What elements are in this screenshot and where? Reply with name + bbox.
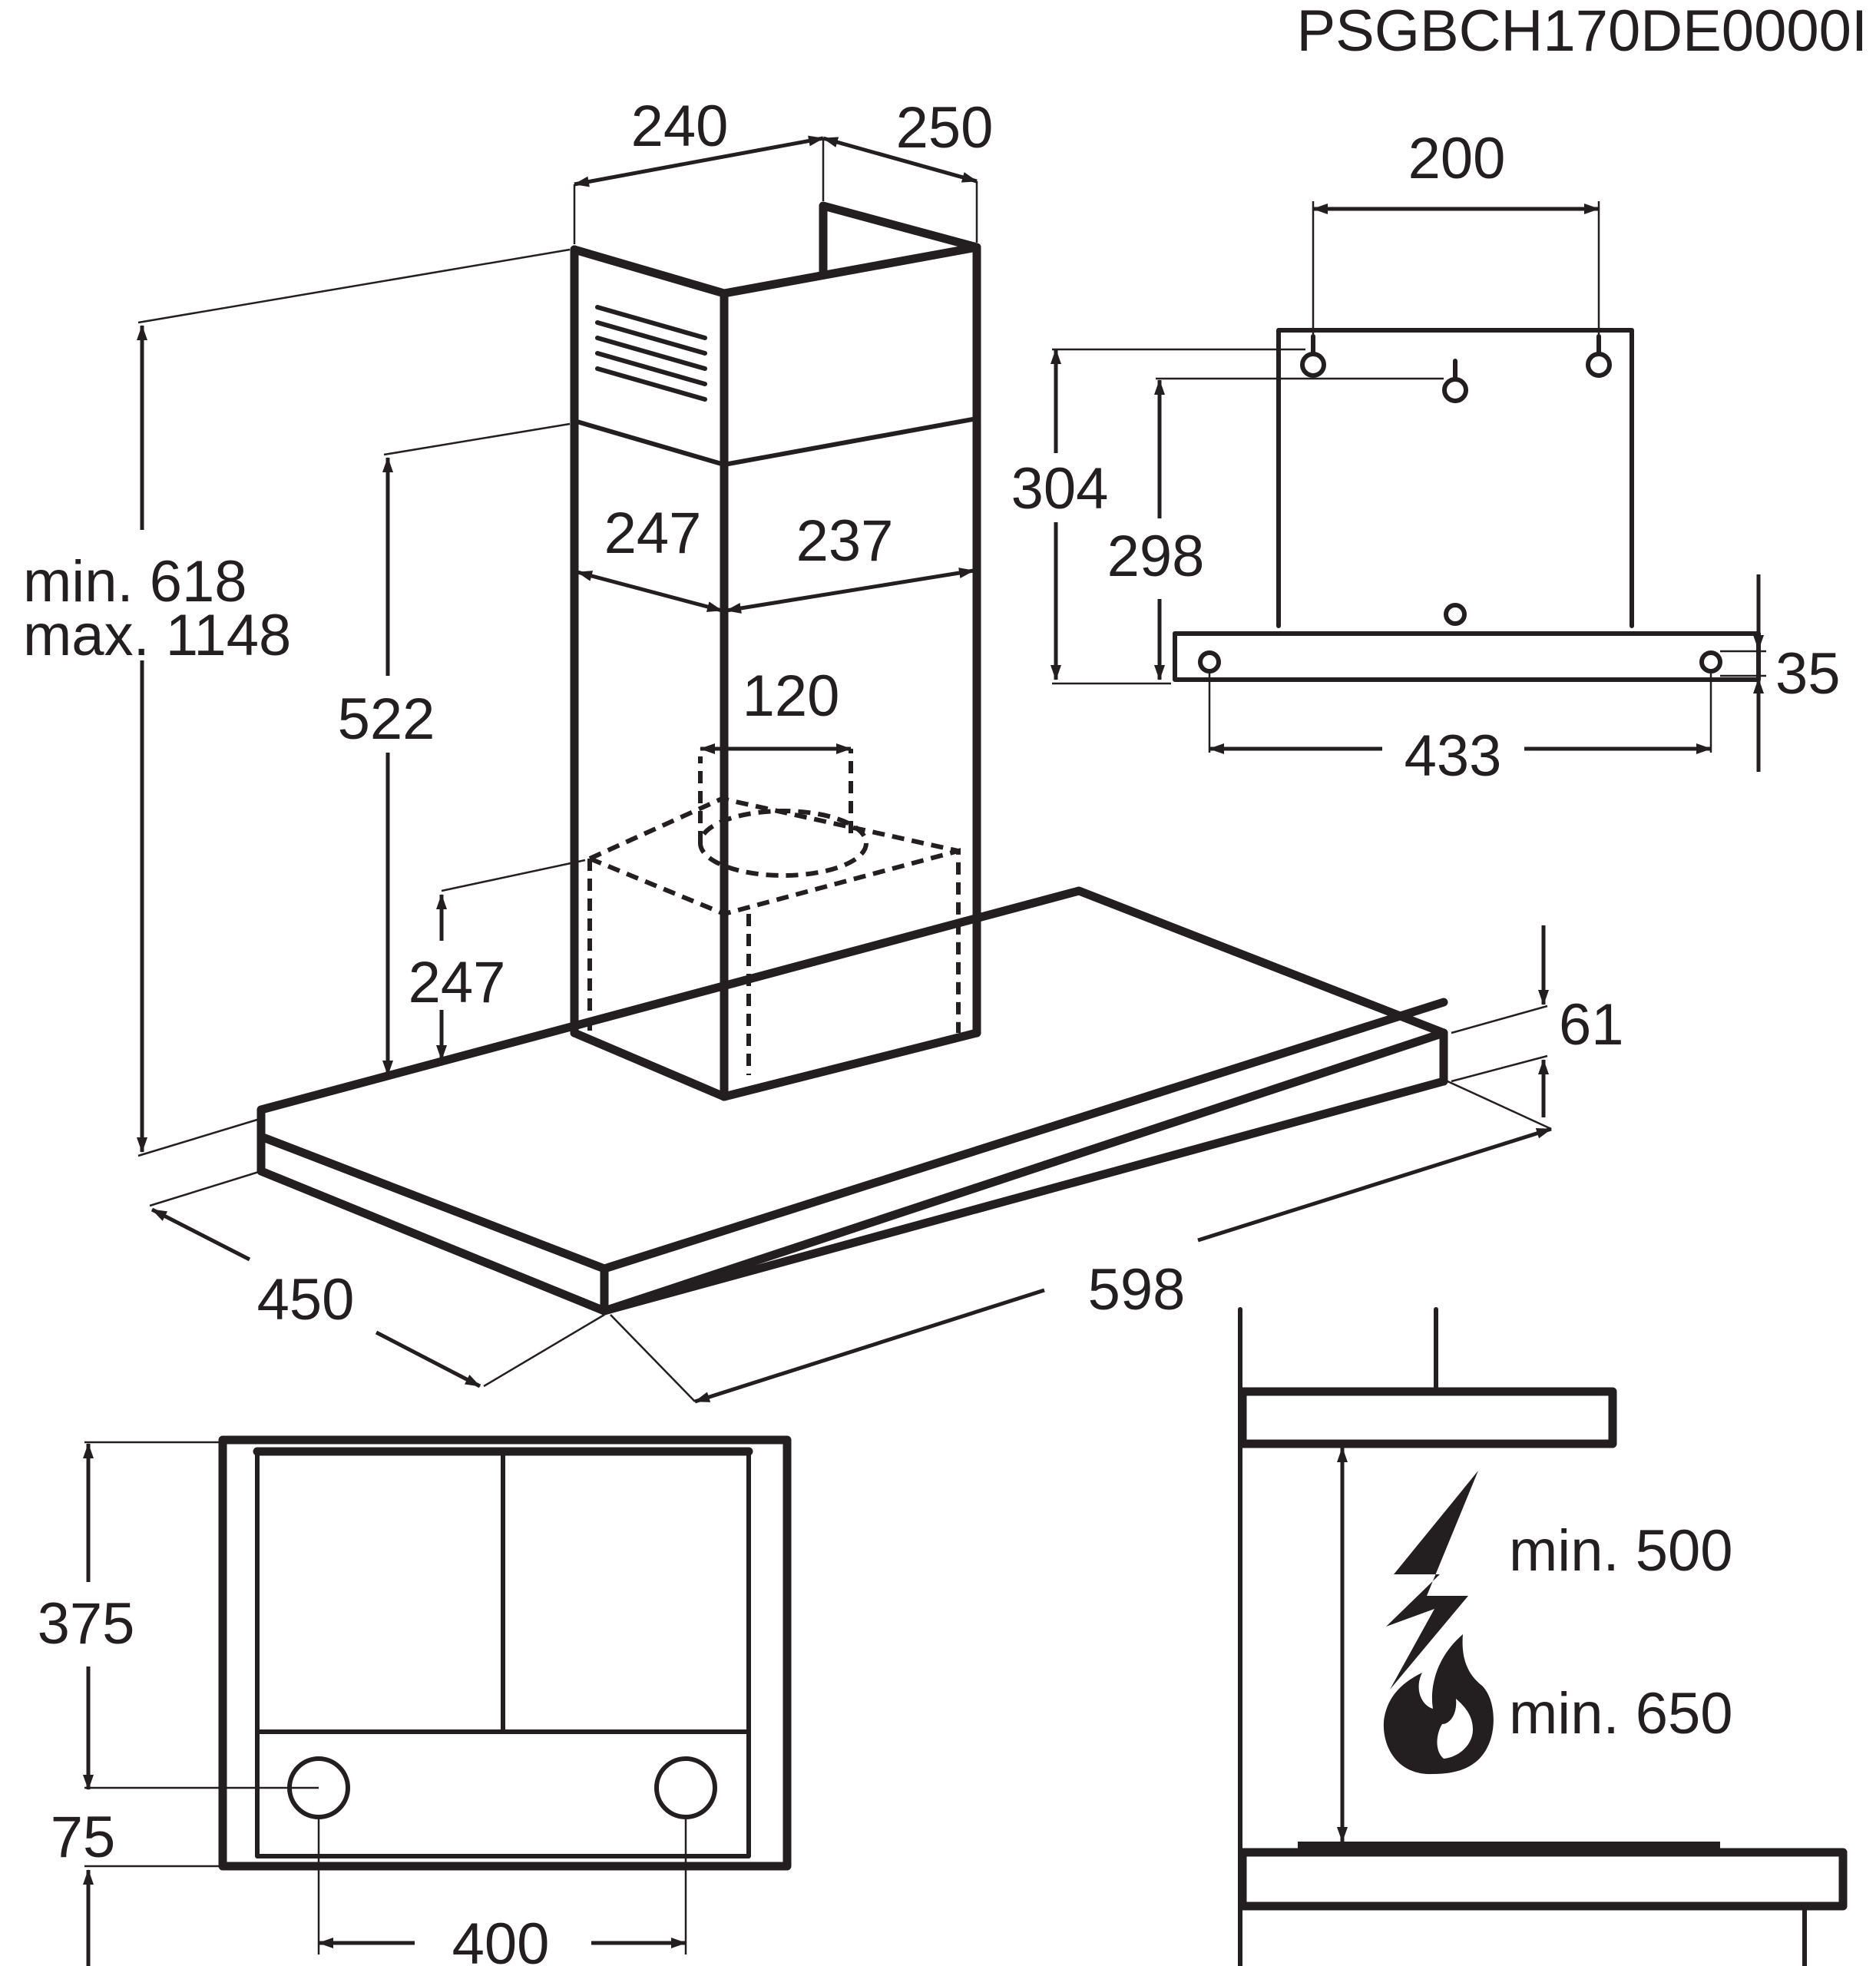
label-chimney-depth: 250 (896, 95, 994, 161)
hood-isometric-view: 240 250 247 237 120 min. 618 max. 1148 (23, 94, 1624, 1404)
bracket-view: 200 304 298 433 35 (1011, 126, 1841, 789)
label-offset: 35 (1775, 641, 1841, 707)
dim-hood-width: 598 (610, 1080, 1552, 1404)
label-height-inner: 298 (1107, 524, 1205, 589)
bottom-view: 375 75 400 (38, 1435, 792, 1966)
light-right (654, 1756, 717, 1819)
label-hole-spacing-bottom: 400 (452, 1911, 550, 1966)
label-hood-depth: 450 (257, 1267, 355, 1332)
label-height-outer: 304 (1011, 456, 1109, 521)
mount-hole-center (1444, 603, 1467, 626)
cooktop (1238, 1848, 1848, 1911)
label-outlet-diameter: 120 (743, 664, 840, 729)
keyhole-center (1442, 359, 1468, 403)
model-code: PSGBCH170DE0000I (1296, 0, 1868, 64)
mount-hole-left (1198, 650, 1221, 674)
dim-hood-thickness: 61 (1451, 925, 1624, 1117)
label-bottom-depth: 375 (38, 1591, 135, 1657)
hood-side (1238, 1387, 1617, 1448)
dim-lower-chimney: 522 (338, 422, 571, 1076)
label-chimney-width: 240 (631, 94, 729, 159)
label-height-min: min. 618 (23, 549, 247, 614)
dim-outlet: 120 (700, 664, 852, 754)
lightning-icon (1386, 1471, 1478, 1690)
label-lower-chimney-height: 522 (338, 687, 435, 752)
label-hood-width: 598 (1088, 1257, 1186, 1322)
motor-box-hidden (587, 749, 961, 1097)
flame-icon (1383, 1634, 1494, 1775)
clearance-view: min. 500 min. 650 (1238, 1307, 1848, 1966)
label-hood-thickness: 61 (1559, 992, 1624, 1057)
dim-hood-depth: 450 (149, 1170, 605, 1388)
dim-box-height: 247 (409, 859, 586, 1061)
label-electric-clearance: min. 500 (1509, 1518, 1733, 1584)
dim-chimney-top: 240 250 (573, 94, 994, 244)
label-bottom-hole-spacing: 433 (1405, 723, 1502, 789)
label-height-max: max. 1148 (23, 603, 291, 668)
chimney (570, 201, 981, 1101)
vent-slots (595, 305, 707, 402)
hood-canopy (256, 886, 1448, 1316)
dim-chimney-section: 247 237 (577, 501, 974, 614)
dim-total-height: min. 618 max. 1148 (23, 248, 571, 1157)
label-hole-offset: 75 (51, 1805, 116, 1870)
label-gas-clearance: min. 650 (1509, 1681, 1733, 1746)
label-box-height: 247 (409, 950, 506, 1015)
burner (1298, 1842, 1720, 1852)
label-inner-depth: 237 (796, 508, 894, 574)
label-hole-spacing: 200 (1408, 126, 1506, 191)
label-inner-width: 247 (604, 501, 702, 566)
mount-hole-right (1699, 650, 1722, 674)
